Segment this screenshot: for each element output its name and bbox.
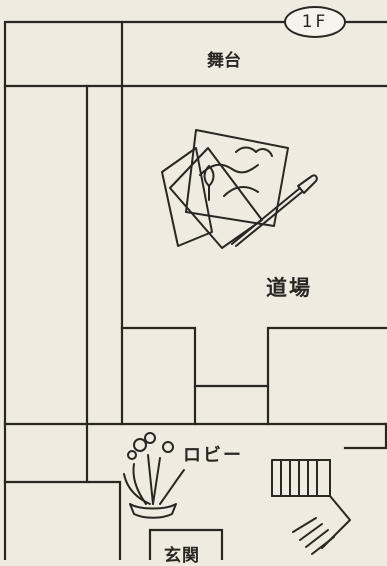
room-label-entrance: 玄関 (164, 546, 200, 566)
service-rooms (120, 326, 387, 426)
floor-label: 1F (301, 12, 329, 32)
left-corridor (85, 84, 124, 426)
stage-room (3, 20, 387, 88)
stair-walls (343, 422, 387, 450)
room-label-stage: 舞台 (207, 51, 241, 71)
room-label-dojo: 道場 (266, 276, 312, 300)
outer-walls (3, 20, 387, 560)
painting-supplies-icon (161, 129, 318, 249)
room-label-lobby: ロビー (183, 445, 243, 466)
floor-badge: 1F (284, 6, 346, 38)
lobby-walls (3, 422, 122, 560)
stairs-icon (271, 459, 351, 555)
flower-pot-icon (123, 432, 185, 519)
entrance-walls (148, 528, 224, 560)
